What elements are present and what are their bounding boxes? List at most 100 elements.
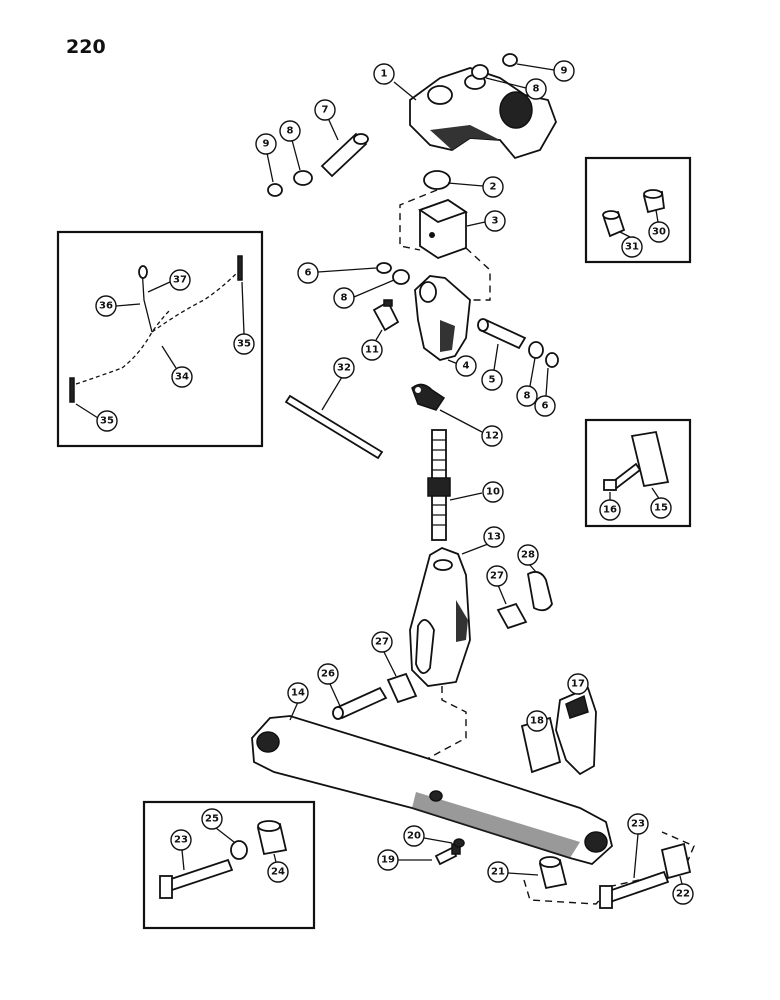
svg-text:9: 9 (263, 139, 270, 150)
clip-28-part (526, 571, 553, 612)
callout-35-left: 35 (75, 403, 118, 432)
fitting-11-part (372, 299, 400, 332)
svg-text:17: 17 (571, 679, 585, 690)
svg-text:7: 7 (322, 105, 329, 116)
svg-text:4: 4 (463, 361, 470, 372)
callout-18: 18 (526, 710, 548, 732)
callout-1: 1 (373, 63, 417, 101)
callout-30: 30 (648, 209, 670, 243)
svg-text:3: 3 (492, 216, 499, 227)
svg-text:31: 31 (625, 242, 639, 253)
callout-23-right: 23 (627, 813, 649, 879)
ring-2-part (423, 170, 451, 190)
callout-15: 15 (650, 487, 672, 519)
callout-8-mid: 8 (333, 279, 395, 309)
lift-arm-part (409, 67, 557, 160)
washer-8-right (528, 341, 544, 359)
svg-text:28: 28 (521, 550, 535, 561)
lower-link-14-part (251, 715, 614, 865)
threaded-rod-10-part (427, 429, 451, 541)
washer-8-left (293, 170, 313, 186)
block-15-inset (630, 430, 670, 488)
chain-kit-inset-box (56, 230, 264, 448)
svg-text:5: 5 (489, 375, 496, 386)
svg-text:27: 27 (490, 571, 504, 582)
chain-kit-inset (69, 255, 243, 403)
callout-8-left: 8 (279, 120, 301, 171)
svg-text:36: 36 (99, 301, 113, 312)
bracket-17-part (555, 686, 597, 776)
plate-27-right (496, 602, 528, 630)
callout-16: 16 (599, 492, 621, 521)
washer-8-mid (392, 269, 410, 285)
callout-17: 17 (567, 673, 589, 695)
svg-text:11: 11 (365, 345, 379, 356)
svg-text:2: 2 (490, 182, 497, 193)
callout-34: 34 (161, 345, 193, 388)
svg-text:10: 10 (486, 487, 500, 498)
svg-text:25: 25 (205, 814, 219, 825)
svg-text:24: 24 (271, 867, 285, 878)
callout-35-right: 35 (233, 281, 255, 355)
washer-8-top (471, 64, 489, 80)
clip-12-part (411, 383, 446, 411)
svg-text:12: 12 (485, 431, 499, 442)
svg-text:35: 35 (100, 416, 114, 427)
callout-27-left: 27 (371, 631, 397, 677)
svg-text:34: 34 (175, 372, 189, 383)
callout-36: 36 (95, 295, 141, 317)
svg-text:37: 37 (173, 275, 187, 286)
svg-text:1: 1 (381, 69, 388, 80)
callout-20: 20 (403, 825, 453, 847)
yoke-13-part (409, 547, 471, 687)
callout-2: 2 (447, 176, 504, 198)
ring-25-inset (230, 840, 248, 860)
callout-6-right: 6 (534, 367, 556, 417)
callout-6-left: 6 (297, 262, 377, 284)
callout-5: 5 (481, 343, 503, 391)
ring-6-right (545, 352, 559, 368)
callout-32: 32 (321, 357, 355, 411)
callout-27-right: 27 (486, 565, 508, 605)
svg-text:18: 18 (530, 716, 544, 727)
bushing-24-inset (256, 820, 288, 856)
callout-10: 10 (449, 481, 504, 503)
svg-text:27: 27 (375, 637, 389, 648)
callout-3: 3 (466, 210, 506, 232)
nut-20-part (453, 838, 465, 848)
plate-22-part (660, 842, 692, 880)
svg-text:6: 6 (542, 401, 549, 412)
callout-9-top: 9 (516, 60, 575, 82)
pin-26-part (332, 686, 388, 720)
callout-23-inset: 23 (170, 829, 192, 871)
svg-text:14: 14 (291, 688, 305, 699)
pin-5-part (477, 318, 527, 350)
svg-text:23: 23 (631, 819, 645, 830)
svg-text:19: 19 (381, 855, 395, 866)
rod-32-part (284, 394, 384, 460)
svg-text:9: 9 (561, 66, 568, 77)
svg-text:13: 13 (487, 532, 501, 543)
callout-8-right: 8 (516, 357, 538, 407)
svg-text:32: 32 (337, 363, 351, 374)
plate-27-left (386, 672, 418, 704)
callout-31: 31 (619, 231, 643, 258)
bushing-31-inset (602, 210, 626, 238)
svg-text:23: 23 (174, 835, 188, 846)
callout-9-left: 9 (255, 133, 277, 183)
callout-21: 21 (487, 861, 539, 883)
svg-text:16: 16 (603, 505, 617, 516)
page-number: 220 (66, 36, 106, 58)
svg-text:8: 8 (341, 293, 348, 304)
callout-25: 25 (201, 808, 235, 843)
svg-text:8: 8 (287, 126, 294, 137)
svg-text:26: 26 (321, 669, 335, 680)
callout-22: 22 (672, 875, 694, 905)
callout-28: 28 (517, 544, 539, 573)
svg-text:20: 20 (407, 831, 421, 842)
svg-text:15: 15 (654, 503, 668, 514)
svg-text:30: 30 (652, 227, 666, 238)
callout-8-top: 8 (485, 77, 547, 100)
bushing-30-inset (642, 189, 665, 214)
